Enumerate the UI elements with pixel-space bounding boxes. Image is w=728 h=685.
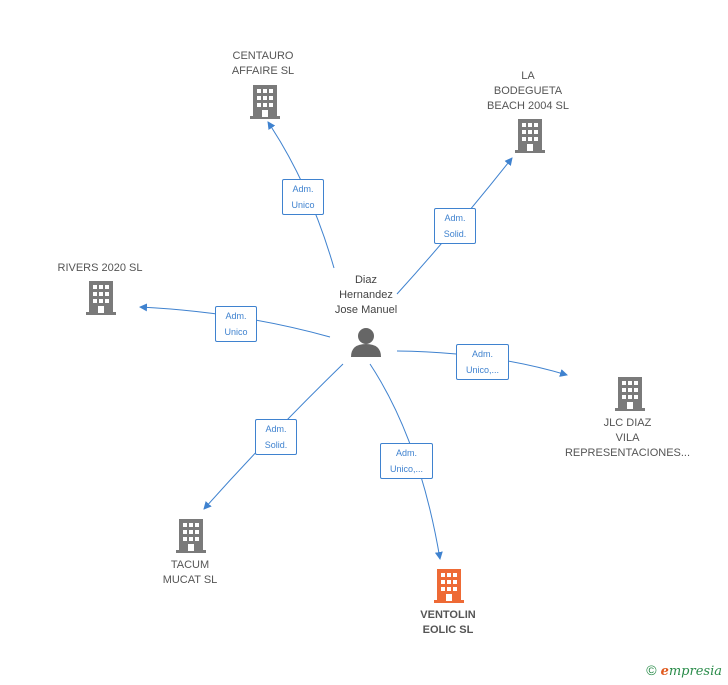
building-icon-ventolin[interactable]: [434, 569, 464, 603]
edge-label-centauro: Adm. Unico: [282, 179, 324, 215]
company-label-bodegueta[interactable]: LA BODEGUETA BEACH 2004 SL: [487, 70, 569, 112]
brand-logo: ©empresia: [646, 662, 722, 679]
edge-label-rivers: Adm. Unico: [215, 306, 257, 342]
brand-logo-e: e: [660, 664, 669, 679]
company-label-jlc[interactable]: JLC DIAZ VILA REPRESENTACIONES...: [564, 417, 691, 459]
company-label-centauro[interactable]: CENTAURO AFFAIRE SL: [231, 50, 295, 77]
company-label-rivers[interactable]: RIVERS 2020 SL: [57, 262, 143, 274]
building-icon-rivers[interactable]: [86, 281, 116, 315]
building-icon-tacum[interactable]: [176, 519, 206, 553]
person-icon[interactable]: [351, 328, 381, 357]
company-label-ventolin[interactable]: VENTOLIN EOLIC SL: [420, 609, 476, 636]
building-icon-bodegueta[interactable]: [515, 119, 545, 153]
building-icon-jlc[interactable]: [615, 377, 645, 411]
edge-label-jlc: Adm. Unico,...: [456, 344, 509, 380]
edge-label-tacum: Adm. Solid.: [255, 419, 297, 455]
person-name[interactable]: Diaz Hernandez Jose Manuel: [334, 274, 398, 316]
brand-logo-text: mpresia: [668, 664, 722, 679]
building-icon-centauro[interactable]: [250, 85, 280, 119]
edge-label-ventolin: Adm. Unico,...: [380, 443, 433, 479]
company-label-tacum[interactable]: TACUM MUCAT SL: [162, 559, 218, 586]
copyright-icon: ©: [646, 662, 657, 678]
edge-label-bodegueta: Adm. Solid.: [434, 208, 476, 244]
